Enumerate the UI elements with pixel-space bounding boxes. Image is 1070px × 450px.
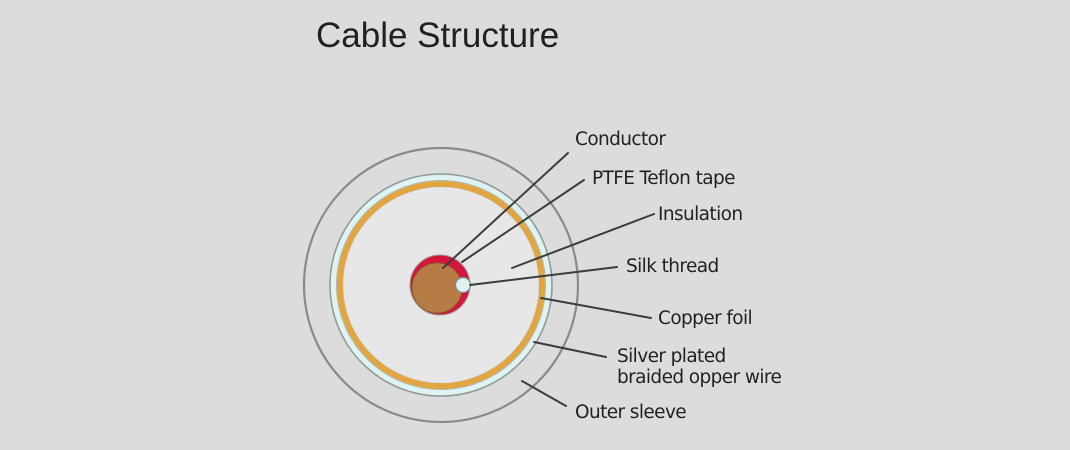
leader-conductor	[442, 152, 569, 269]
layer-labels: Conductor PTFE Teflon tape Insulation Si…	[575, 129, 782, 423]
label-silver-plated-line1: Silver plated	[617, 346, 726, 367]
label-ptfe-teflon-tape: PTFE Teflon tape	[592, 168, 735, 189]
silver-braid-inner-edge	[336, 180, 546, 390]
leader-lines	[442, 152, 655, 407]
label-copper-foil: Copper foil	[658, 308, 752, 329]
label-outer-sleeve: Outer sleeve	[575, 402, 686, 423]
outer-sleeve-ring	[302, 146, 580, 424]
cable-cross-section	[302, 146, 580, 424]
label-conductor: Conductor	[575, 129, 666, 150]
conductor-core	[411, 262, 463, 314]
label-insulation: Insulation	[658, 204, 742, 225]
leader-ptfe	[461, 179, 585, 263]
leader-silk-thread	[469, 266, 618, 286]
leader-insulation	[511, 213, 655, 269]
diagram-title: Cable Structure	[316, 16, 559, 55]
label-silver-plated-line2: braided opper wire	[617, 367, 782, 388]
leader-silver-braid	[533, 341, 607, 358]
silk-thread-strand	[454, 276, 472, 294]
leader-copper-foil	[540, 297, 652, 319]
label-silk-thread: Silk thread	[626, 256, 719, 277]
leader-outer-sleeve	[521, 380, 567, 407]
